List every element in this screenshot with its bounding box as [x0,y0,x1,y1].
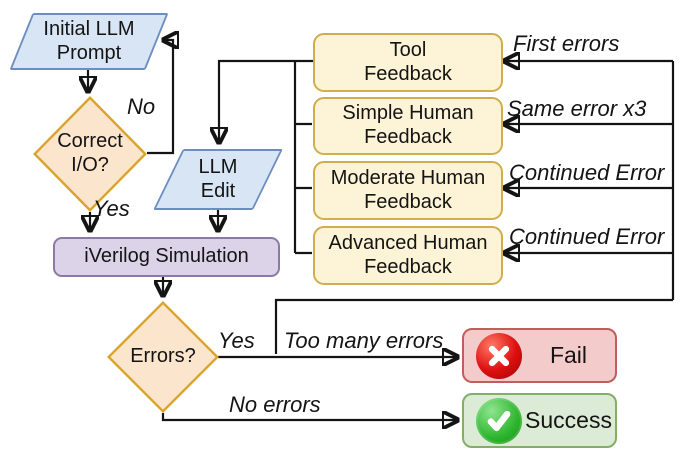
node-iverilog-simulation: iVerilog Simulation [53,237,280,277]
edge-label-no-errors: No errors [229,392,321,417]
edge-errors-to-feedback-trunk [274,298,673,354]
node-tool-feedback-label: Tool Feedback [364,38,452,85]
node-moderate-human-feedback: Moderate Human Feedback [313,161,503,220]
edge-label-yes-io: Yes [93,196,130,221]
node-moderate-feedback-label: Moderate Human Feedback [330,166,486,213]
edge-label-no: No [127,94,156,119]
edge-label-too-many-errors: Too many errors [284,328,444,353]
node-advanced-feedback-label: Advanced Human Feedback [328,231,488,278]
node-fail-label: Fail [549,342,588,368]
node-correct-io-label: Correct I/O? [57,130,123,176]
edge-label-first-errors: First errors [513,31,620,56]
node-tool-feedback: Tool Feedback [313,33,503,92]
node-errors: Errors? [107,301,219,413]
node-simple-human-feedback: Simple Human Feedback [313,97,503,155]
node-llm-edit: LLM Edit [152,149,284,210]
edge-label-same-error-x3: Same error x3 [507,96,647,121]
check-circle-icon [476,397,522,444]
node-advanced-human-feedback: Advanced Human Feedback [313,226,503,285]
node-llm-edit-label: LLM Edit [198,155,238,202]
node-initial-llm-prompt: Initial LLM Prompt [8,13,170,70]
node-correct-io: Correct I/O? [33,96,147,212]
node-fail: Fail [462,328,617,383]
edge-noerrors-to-success [161,413,457,420]
diamond-shape [107,301,219,413]
node-success-label: Success [525,407,612,433]
edge-label-continued-error-2: Continued Error [509,224,665,249]
node-errors-label: Errors? [130,345,196,368]
edge-label-yes-errors: Yes [218,328,255,353]
diamond-shape [33,96,147,212]
node-success: Success [462,393,617,448]
edge-no-loop-to-prompt [147,40,173,155]
edge-feedback-to-llmedit [219,59,313,142]
node-simple-feedback-label: Simple Human Feedback [342,102,474,148]
node-initial-llm-prompt-label: Initial LLM Prompt [43,17,135,64]
x-circle-icon [476,332,522,379]
node-iverilog-label: iVerilog Simulation [84,245,249,268]
edge-label-continued-error-1: Continued Error [509,160,665,185]
